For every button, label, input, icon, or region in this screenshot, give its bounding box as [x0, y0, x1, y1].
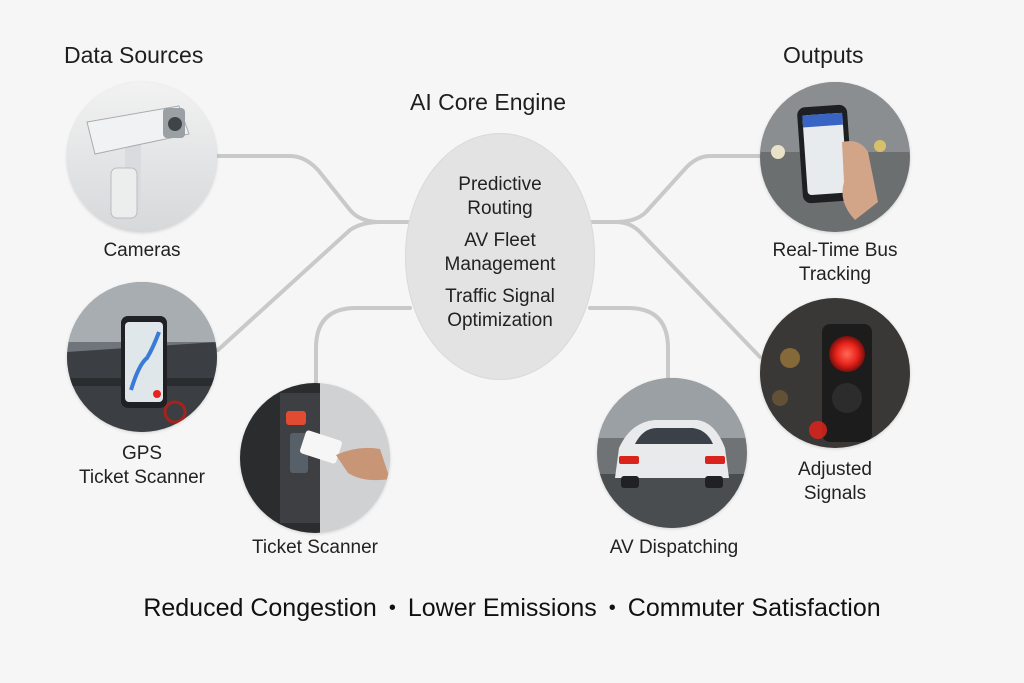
ai-core-engine: Predictive Routing AV Fleet Management T… [405, 133, 595, 380]
security-camera-icon [67, 82, 217, 232]
av-dispatching-node [597, 378, 747, 528]
av-dispatching-label: AV Dispatching [609, 537, 739, 558]
separator-dot: • [608, 597, 616, 619]
ticket-scanner-label: Ticket Scanner [251, 537, 378, 558]
connector-signals [614, 220, 762, 359]
phone-gps-icon [67, 282, 217, 432]
cameras-node [67, 82, 217, 232]
connector-gps [216, 220, 382, 352]
connector-bus-tracking [590, 154, 762, 224]
connector-cameras [216, 154, 410, 224]
benefit-lower-emissions: Lower Emissions [407, 594, 597, 622]
gps-node [67, 282, 217, 432]
data-sources-heading: Data Sources [64, 42, 204, 68]
outputs-heading: Outputs [783, 42, 864, 68]
core-item-traffic-signal-optimization: Traffic Signal Optimization [445, 286, 555, 331]
autonomous-car-icon [597, 378, 747, 528]
card-scanner-icon [240, 383, 390, 533]
benefits-footer: Reduced Congestion • Lower Emissions • C… [0, 594, 1024, 623]
ai-core-engine-heading: AI Core Engine [410, 89, 566, 115]
bus-tracking-label: Real-Time Bus Tracking [772, 240, 898, 285]
connector-ticket-scanner [314, 306, 412, 387]
core-item-predictive-routing: Predictive Routing [458, 174, 542, 219]
gps-ticket-scanner-label: GPS Ticket Scanner [78, 443, 205, 488]
ticket-scanner-node [240, 383, 390, 533]
core-item-av-fleet-management: AV Fleet Management [444, 230, 556, 275]
bus-tracking-node [760, 82, 910, 232]
cameras-label: Cameras [103, 240, 181, 261]
adjusted-signals-label: Adjusted Signals [798, 459, 872, 504]
connector-av-dispatch [588, 306, 670, 380]
separator-dot: • [388, 597, 396, 619]
benefit-reduced-congestion: Reduced Congestion [143, 594, 377, 622]
adjusted-signals-node [760, 298, 910, 448]
benefit-commuter-satisfaction: Commuter Satisfaction [627, 594, 881, 622]
traffic-light-icon [760, 298, 910, 448]
phone-tracking-icon [760, 82, 910, 232]
